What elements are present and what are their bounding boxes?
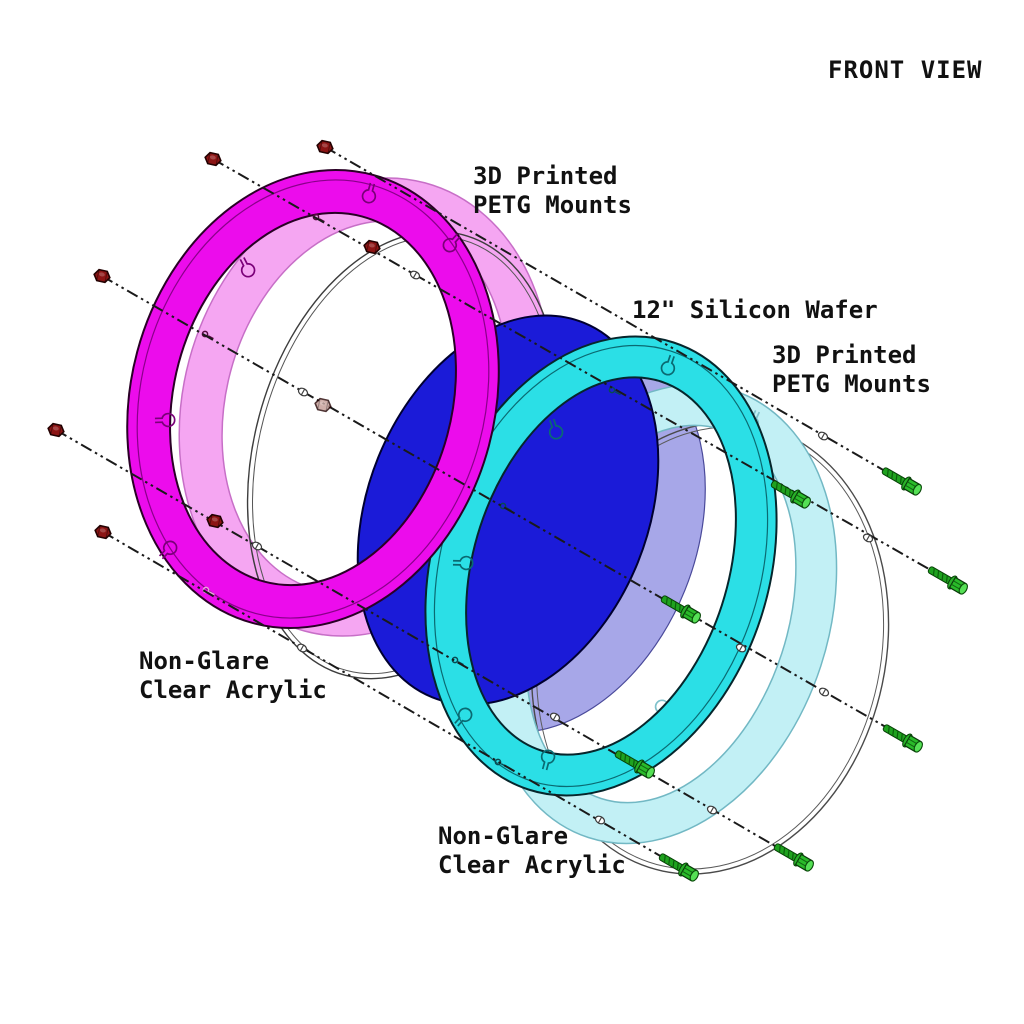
hex-nut-icon (362, 239, 382, 255)
label-rear-mount-line2: PETG Mounts (772, 370, 931, 398)
bolt-icon (879, 720, 926, 756)
label-rear-mount-line1: 3D Printed (772, 341, 917, 369)
bolt-axis-line (102, 531, 694, 876)
acrylic-hole-marker-icon (295, 642, 309, 654)
label-wafer: 12" Silicon Wafer (632, 296, 878, 324)
bolt-icon (655, 849, 702, 885)
label-front-mount: 3D Printed PETG Mounts (473, 162, 632, 219)
front-mount-ring (126, 169, 500, 629)
acrylic-hole-marker-icon (816, 430, 830, 442)
label-rear-acrylic-line1: Non-Glare (438, 822, 568, 850)
label-front-acrylic-line1: Non-Glare (139, 647, 269, 675)
acrylic-hole-marker-icon (817, 686, 831, 698)
hex-nut-icon (203, 151, 223, 167)
label-front-acrylic-line2: Clear Acrylic (139, 676, 327, 704)
label-rear-acrylic: Non-Glare Clear Acrylic (438, 822, 626, 879)
label-front-mount-line2: PETG Mounts (473, 191, 632, 219)
label-front-acrylic: Non-Glare Clear Acrylic (139, 647, 327, 704)
bolt-icon (878, 463, 925, 499)
hex-nut-faded-icon (313, 397, 333, 413)
bolt-axes (55, 146, 963, 876)
label-rear-acrylic-line2: Clear Acrylic (438, 851, 626, 879)
hex-nut-icon (93, 524, 113, 540)
bolt-axis-line (101, 275, 918, 746)
bolt-icon (770, 839, 817, 875)
label-front-mount-line1: 3D Printed (473, 162, 618, 190)
view-title: FRONT VIEW (828, 56, 983, 84)
acrylic-hole-marker-icon (861, 532, 875, 544)
bolt-axis-line (324, 146, 917, 490)
hex-nut-icon (92, 268, 112, 284)
label-rear-mount: 3D Printed PETG Mounts (772, 341, 931, 398)
bolt-icon (924, 562, 971, 598)
hex-nut-icon (46, 422, 66, 438)
hex-nut-icon (315, 139, 335, 155)
bolt-axis-line (212, 158, 963, 589)
